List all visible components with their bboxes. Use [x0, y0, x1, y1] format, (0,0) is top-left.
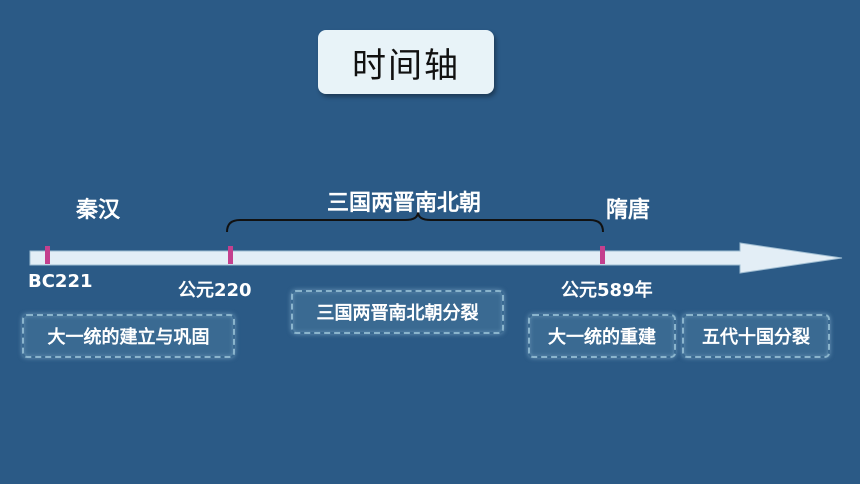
event-reunification: 大一统的重建	[528, 314, 676, 358]
date-ad220: 公元220	[178, 280, 252, 301]
tick-ad220	[228, 246, 233, 264]
tick-bc221	[45, 246, 50, 264]
event-unification-established: 大一统的建立与巩固	[22, 314, 235, 358]
page-title: 时间轴	[318, 30, 494, 94]
era-suitang: 隋唐	[606, 198, 651, 223]
tick-ad589	[600, 246, 605, 264]
era-qinhan: 秦汉	[76, 198, 121, 223]
era-brace	[226, 211, 604, 233]
timeline-arrow	[29, 242, 843, 274]
date-bc221: BC221	[28, 271, 93, 292]
date-ad589: 公元589年	[561, 280, 653, 301]
event-sanguo-split: 三国两晋南北朝分裂	[291, 290, 504, 334]
era-sanguo: 三国两晋南北朝	[327, 191, 482, 216]
event-five-dynasties-split: 五代十国分裂	[682, 314, 830, 358]
